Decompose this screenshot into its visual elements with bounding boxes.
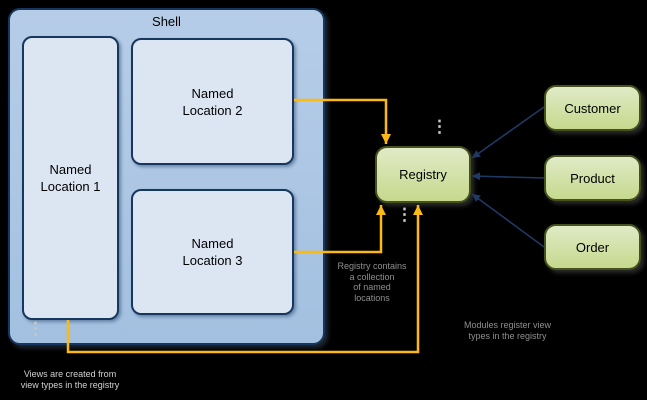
arrow-order-to-registry — [471, 193, 545, 248]
arrow-customer-to-registry — [471, 106, 545, 159]
shell-title: Shell — [152, 14, 181, 29]
module-customer-box: Customer — [544, 85, 641, 131]
note-views-created: Views are created from view types in the… — [20, 369, 120, 390]
note-modules-register: Modules register view types in the regis… — [463, 320, 552, 341]
module-order-box: Order — [544, 224, 641, 270]
ellipsis-location1: ⋮ — [27, 319, 44, 338]
named-location-3-box: Named Location 3 — [131, 189, 294, 315]
note-registry-contains: Registry contains a collection of named … — [337, 261, 407, 303]
named-location-1-box: Named Location 1 — [22, 36, 119, 320]
named-location-2-box: Named Location 2 — [131, 38, 294, 165]
registry-box: Registry — [375, 146, 471, 203]
module-product-box: Product — [544, 155, 641, 201]
ellipsis-registry-top: ⋮ — [431, 117, 448, 136]
arrow-product-to-registry — [471, 172, 545, 181]
ellipsis-registry-bottom: ⋮ — [396, 205, 413, 224]
